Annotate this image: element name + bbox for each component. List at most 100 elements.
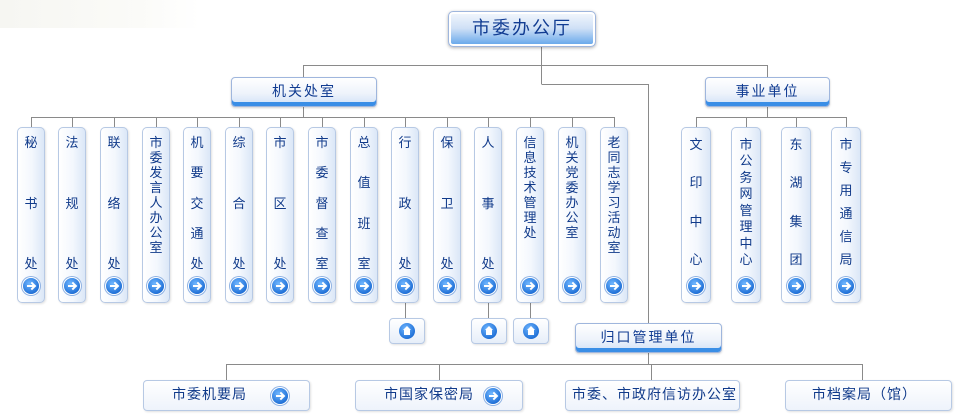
- department-5[interactable]: 机要交通处: [183, 127, 211, 303]
- label-char: 机: [565, 136, 579, 151]
- managed-unit-label: 市委、市政府信访办公室: [572, 387, 737, 403]
- label-char: 处: [440, 257, 454, 272]
- department-6[interactable]: 综合处: [225, 127, 253, 303]
- center-1[interactable]: 文印中心: [681, 127, 711, 303]
- arrow-right-icon[interactable]: [480, 278, 496, 294]
- label-char: 信: [523, 136, 537, 151]
- managed-unit-label: 市委机要局: [172, 387, 247, 403]
- label-char: 学: [607, 181, 621, 196]
- department-8[interactable]: 市委督查室: [308, 127, 336, 303]
- managed-unit-4[interactable]: 市档案局（馆）: [785, 380, 952, 411]
- arrow-right-icon[interactable]: [485, 388, 501, 404]
- department-13-label: 信息技术管理处: [517, 136, 543, 272]
- department-15[interactable]: 老同志学习活动室: [600, 127, 628, 303]
- label-char: 公: [149, 226, 163, 241]
- arrow-right-icon[interactable]: [314, 278, 330, 294]
- center-3[interactable]: 东湖集团: [781, 127, 811, 303]
- label-char: 督: [315, 196, 329, 212]
- arrow-right-icon[interactable]: [272, 278, 288, 294]
- label-char: 要: [190, 166, 204, 182]
- department-2[interactable]: 法规处: [58, 127, 86, 303]
- arrow-right-icon[interactable]: [439, 278, 455, 294]
- label-char: 室: [607, 241, 621, 256]
- label-char: 中: [689, 214, 703, 230]
- department-11-label: 保卫处: [434, 136, 460, 272]
- managed-unit-2[interactable]: 市国家保密局: [355, 380, 523, 411]
- department-3-label: 联络处: [101, 136, 127, 272]
- department-7[interactable]: 市区处: [266, 127, 294, 303]
- arrow-right-icon[interactable]: [272, 388, 288, 404]
- department-14[interactable]: 机关党委办公室: [558, 127, 586, 303]
- label-char: 规: [65, 196, 79, 212]
- label-char: 处: [24, 257, 38, 272]
- arrow-right-icon[interactable]: [189, 278, 205, 294]
- arrow-right-icon[interactable]: [838, 278, 854, 294]
- department-1[interactable]: 秘书处: [17, 127, 45, 303]
- root-office-title[interactable]: 市委办公厅: [448, 11, 596, 47]
- arrow-right-icon[interactable]: [106, 278, 122, 294]
- label-char: 老: [607, 136, 621, 151]
- label-char: 办: [565, 196, 579, 211]
- managed-unit-3[interactable]: 市委、市政府信访办公室: [565, 380, 740, 411]
- home-button-administration[interactable]: [389, 318, 425, 344]
- home-icon: [523, 323, 539, 339]
- department-10[interactable]: 行政处: [391, 127, 419, 303]
- label-char: 总: [357, 136, 371, 151]
- home-button-personnel[interactable]: [471, 318, 507, 344]
- label-char: 委: [565, 181, 579, 196]
- label-char: 术: [523, 181, 537, 196]
- arrow-right-icon[interactable]: [606, 278, 622, 294]
- arrow-right-icon[interactable]: [522, 278, 538, 294]
- arrow-right-icon[interactable]: [148, 278, 164, 294]
- label-char: 中: [739, 236, 753, 252]
- label-char: 息: [523, 151, 537, 166]
- label-char: 室: [149, 241, 163, 256]
- group-internal-depts[interactable]: 机关处室: [231, 77, 377, 107]
- label-char: 办: [149, 211, 163, 226]
- arrow-right-icon[interactable]: [738, 278, 754, 294]
- label-char: 通: [190, 226, 204, 242]
- label-char: 委: [315, 166, 329, 182]
- label-char: 市: [839, 138, 853, 153]
- department-1-label: 秘书处: [18, 136, 44, 272]
- arrow-right-icon[interactable]: [23, 278, 39, 294]
- label-char: 活: [607, 211, 621, 226]
- arrow-right-icon[interactable]: [356, 278, 372, 294]
- label-char: 发: [149, 166, 163, 181]
- department-12-label: 人事处: [475, 136, 501, 272]
- label-char: 市: [315, 136, 329, 151]
- home-icon: [481, 323, 497, 339]
- group-managed-units[interactable]: 归口管理单位: [575, 323, 722, 353]
- label-char: 处: [481, 257, 495, 272]
- label-char: 公: [565, 211, 579, 226]
- department-12[interactable]: 人事处: [474, 127, 502, 303]
- label-char: 管: [739, 203, 753, 219]
- label-char: 室: [357, 256, 371, 272]
- label-char: 志: [607, 166, 621, 181]
- label-char: 班: [357, 216, 371, 232]
- corner-fade: [0, 0, 200, 28]
- arrow-right-icon[interactable]: [64, 278, 80, 294]
- arrow-right-icon[interactable]: [231, 278, 247, 294]
- arrow-right-icon[interactable]: [788, 278, 804, 294]
- department-2-label: 法规处: [59, 136, 85, 272]
- department-11[interactable]: 保卫处: [433, 127, 461, 303]
- center-2[interactable]: 市公务网管理中心: [731, 127, 761, 303]
- label-char: 秘: [24, 136, 38, 151]
- center-4[interactable]: 市专用通信局: [831, 127, 861, 303]
- department-3[interactable]: 联络处: [100, 127, 128, 303]
- managed-unit-1[interactable]: 市委机要局: [143, 380, 310, 411]
- arrow-right-icon[interactable]: [564, 278, 580, 294]
- department-9[interactable]: 总值班室: [350, 127, 378, 303]
- group-public-institutions[interactable]: 事业单位: [705, 77, 830, 107]
- label-char: 集: [789, 214, 803, 230]
- arrow-right-icon[interactable]: [688, 278, 704, 294]
- label-char: 用: [839, 184, 853, 199]
- department-4[interactable]: 市委发言人办公室: [142, 127, 170, 303]
- home-button-it-management[interactable]: [513, 318, 549, 344]
- department-13[interactable]: 信息技术管理处: [516, 127, 544, 303]
- label-char: 网: [739, 187, 753, 203]
- managed-unit-label: 市档案局（馆）: [812, 387, 917, 403]
- arrow-right-icon[interactable]: [397, 278, 413, 294]
- label-char: 印: [689, 176, 703, 192]
